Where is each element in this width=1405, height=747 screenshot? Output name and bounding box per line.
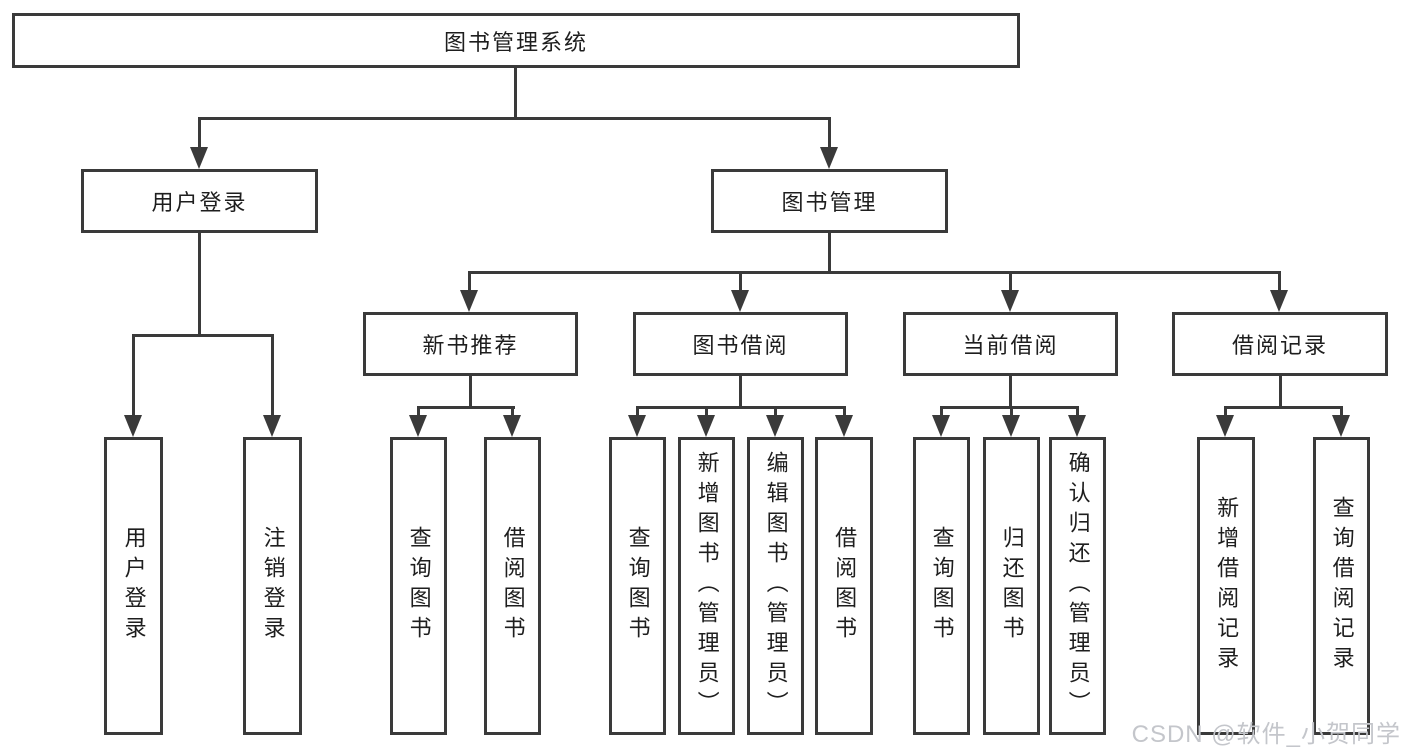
connector-line — [774, 406, 777, 422]
arrowhead-down-icon — [503, 415, 521, 437]
leaf-label: 编辑图书（管理员） — [763, 451, 789, 721]
leaf-user-login: 用户登录 — [104, 437, 163, 735]
leaf-borrow-books-2: 借阅图书 — [815, 437, 873, 735]
connector-line — [417, 406, 515, 409]
arrowhead-down-icon — [263, 415, 281, 437]
arrowhead-down-icon — [697, 415, 715, 437]
connector-line — [1009, 376, 1012, 409]
arrowhead-down-icon — [1332, 415, 1350, 437]
connector-line — [132, 334, 135, 420]
node-label: 用户登录 — [151, 190, 248, 215]
leaf-label: 注销登录 — [260, 526, 286, 646]
connector-line — [198, 233, 201, 337]
connector-line — [828, 233, 831, 274]
connector-line — [1279, 376, 1282, 409]
arrowhead-down-icon — [409, 415, 427, 437]
connector-line — [514, 68, 517, 120]
connector-line — [1224, 406, 1343, 409]
connector-line — [271, 334, 274, 420]
leaf-query-borrow-record: 查询借阅记录 — [1313, 437, 1370, 735]
connector-line — [636, 406, 846, 409]
arrowhead-down-icon — [766, 415, 784, 437]
connector-line — [636, 406, 639, 422]
node-borrowing-records: 借阅记录 — [1172, 312, 1388, 376]
connector-line — [469, 376, 472, 409]
connector-line — [417, 406, 420, 422]
node-label: 图书管理系统 — [443, 29, 588, 55]
node-label: 新书推荐 — [422, 333, 519, 358]
connector-line — [1278, 271, 1281, 293]
arrowhead-down-icon — [460, 290, 478, 312]
connector-line — [468, 271, 471, 293]
leaf-label: 查询借阅记录 — [1329, 496, 1355, 676]
leaf-label: 查询图书 — [929, 526, 955, 646]
leaf-label: 新增图书（管理员） — [694, 451, 720, 721]
csdn-watermark: CSDN @软件_小贺同学 — [1131, 721, 1401, 747]
connector-line — [1076, 406, 1079, 422]
node-label: 图书管理 — [781, 190, 878, 215]
arrowhead-down-icon — [835, 415, 853, 437]
connector-line — [739, 271, 742, 293]
leaf-query-books-1: 查询图书 — [390, 437, 447, 735]
leaf-query-books-2: 查询图书 — [609, 437, 666, 735]
connector-line — [1010, 406, 1013, 422]
connector-line — [132, 334, 274, 337]
connector-line — [828, 117, 831, 151]
arrowhead-down-icon — [1216, 415, 1234, 437]
node-label: 图书借阅 — [692, 333, 789, 358]
arrowhead-down-icon — [124, 415, 142, 437]
leaf-label: 借阅图书 — [832, 526, 858, 646]
arrowhead-down-icon — [1068, 415, 1086, 437]
node-book-borrowing: 图书借阅 — [633, 312, 848, 376]
connector-line — [198, 117, 201, 151]
connector-line — [1340, 406, 1343, 422]
leaf-add-books-admin: 新增图书（管理员） — [678, 437, 735, 735]
connector-line — [705, 406, 708, 422]
arrowhead-down-icon — [628, 415, 646, 437]
node-book-management: 图书管理 — [711, 169, 948, 233]
node-current-borrowing: 当前借阅 — [903, 312, 1118, 376]
node-new-book-recommendation: 新书推荐 — [363, 312, 578, 376]
leaf-label: 新增借阅记录 — [1214, 496, 1240, 676]
leaf-label: 查询图书 — [625, 526, 651, 646]
node-label: 借阅记录 — [1231, 333, 1328, 358]
leaf-confirm-return-admin: 确认归还（管理员） — [1049, 437, 1106, 735]
leaf-label: 确认归还（管理员） — [1065, 451, 1091, 721]
arrowhead-down-icon — [820, 147, 838, 169]
connector-line — [739, 376, 742, 409]
arrowhead-down-icon — [190, 147, 208, 169]
leaf-label: 用户登录 — [121, 526, 147, 646]
leaf-query-books-3: 查询图书 — [913, 437, 970, 735]
node-user-login: 用户登录 — [81, 169, 318, 233]
arrowhead-down-icon — [1001, 290, 1019, 312]
connector-line — [1224, 406, 1227, 422]
leaf-return-books: 归还图书 — [983, 437, 1040, 735]
connector-line — [511, 406, 514, 422]
leaf-edit-books-admin: 编辑图书（管理员） — [747, 437, 804, 735]
leaf-add-borrow-record: 新增借阅记录 — [1197, 437, 1255, 735]
arrowhead-down-icon — [1270, 290, 1288, 312]
arrowhead-down-icon — [731, 290, 749, 312]
leaf-logout: 注销登录 — [243, 437, 302, 735]
node-label: 当前借阅 — [962, 333, 1059, 358]
arrowhead-down-icon — [932, 415, 950, 437]
leaf-label: 归还图书 — [999, 526, 1025, 646]
leaf-label: 借阅图书 — [500, 526, 526, 646]
node-library-management-system: 图书管理系统 — [12, 13, 1020, 68]
connector-line — [843, 406, 846, 422]
arrowhead-down-icon — [1002, 415, 1020, 437]
connector-line — [198, 117, 831, 120]
leaf-borrow-books-1: 借阅图书 — [484, 437, 541, 735]
connector-line — [1009, 271, 1012, 293]
connector-line — [940, 406, 1079, 409]
connector-line — [940, 406, 943, 422]
connector-line — [468, 271, 1281, 274]
leaf-label: 查询图书 — [406, 526, 432, 646]
